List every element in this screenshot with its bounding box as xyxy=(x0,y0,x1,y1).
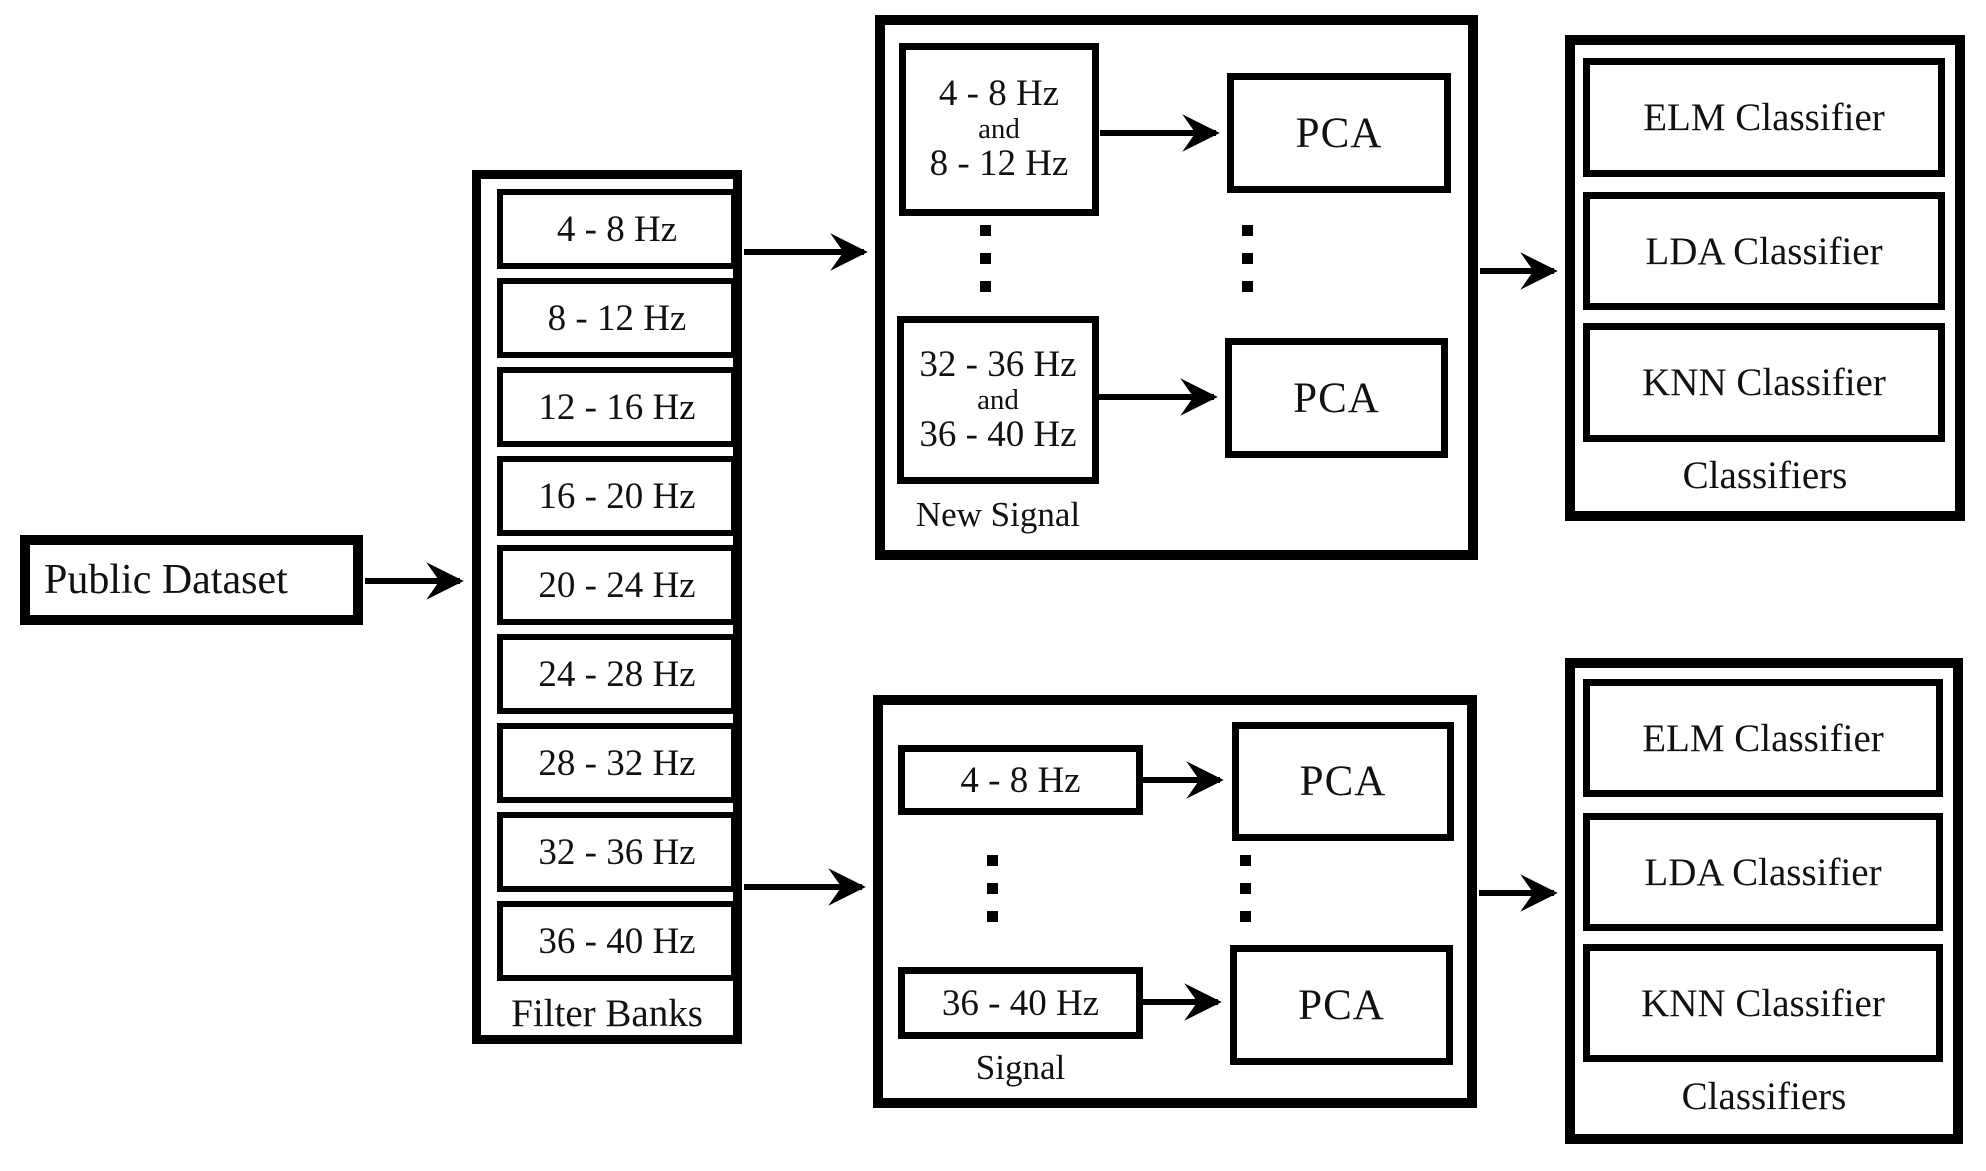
pca-label: PCA xyxy=(1299,758,1387,805)
classifier-item: KNN Classifier xyxy=(1583,323,1945,442)
filter-band-item: 4 - 8 Hz xyxy=(497,189,737,269)
classifiers-container-top: ELM Classifier LDA Classifier KNN Classi… xyxy=(1565,35,1965,521)
pca-box-top-2: PCA xyxy=(1225,338,1448,458)
new-signal-title-text: New Signal xyxy=(915,495,1081,534)
filter-band-item: 28 - 32 Hz xyxy=(497,723,737,803)
filter-band-label: 32 - 36 Hz xyxy=(538,831,696,873)
freq-pair-conj: and xyxy=(978,113,1020,145)
filter-band-label: 12 - 16 Hz xyxy=(538,386,696,428)
filter-band-label: 36 - 40 Hz xyxy=(538,920,696,962)
classifier-item: LDA Classifier xyxy=(1583,813,1943,931)
classifiers-container-bottom: ELM Classifier LDA Classifier KNN Classi… xyxy=(1565,658,1963,1144)
freq-pair-box-2: 32 - 36 Hz and 36 - 40 Hz xyxy=(897,316,1099,484)
filter-band-item: 32 - 36 Hz xyxy=(497,812,737,892)
classifier-item: KNN Classifier xyxy=(1583,944,1943,1062)
freq-pair-line2: 36 - 40 Hz xyxy=(919,413,1077,455)
classifier-label: LDA Classifier xyxy=(1645,229,1883,273)
vertical-ellipsis xyxy=(987,855,998,922)
freq-pair-box-1: 4 - 8 Hz and 8 - 12 Hz xyxy=(899,43,1099,216)
filter-banks-container: 4 - 8 Hz 8 - 12 Hz 12 - 16 Hz 16 - 20 Hz… xyxy=(472,170,742,1044)
filter-band-label: 28 - 32 Hz xyxy=(538,742,696,784)
freq-pair-line1: 32 - 36 Hz xyxy=(919,343,1077,385)
new-signal-title: New Signal xyxy=(897,495,1099,535)
classifiers-title: Classifiers xyxy=(1575,1074,1953,1119)
classifier-label: KNN Classifier xyxy=(1642,361,1886,404)
signal-title-text: Signal xyxy=(975,1048,1066,1087)
classifier-label: LDA Classifier xyxy=(1644,850,1882,894)
classifier-label: ELM Classifier xyxy=(1642,716,1884,760)
signal-title: Signal xyxy=(898,1048,1143,1088)
filter-banks-title-text: Filter Banks xyxy=(511,992,703,1035)
pca-label: PCA xyxy=(1293,374,1380,422)
filter-band-label: 20 - 24 Hz xyxy=(538,564,696,606)
signal-container: 4 - 8 Hz PCA 36 - 40 Hz PCA Signal xyxy=(873,695,1477,1108)
filter-band-item: 36 - 40 Hz xyxy=(497,901,737,981)
pca-box-top-1: PCA xyxy=(1227,73,1451,193)
classifiers-title-text: Classifiers xyxy=(1682,454,1848,497)
filter-band-item: 16 - 20 Hz xyxy=(497,456,737,536)
vertical-ellipsis xyxy=(980,225,991,292)
freq-pair-conj: and xyxy=(977,383,1019,416)
filter-banks-title: Filter Banks xyxy=(481,991,733,1036)
classifiers-title-text: Classifiers xyxy=(1681,1075,1847,1118)
new-signal-container: 4 - 8 Hz and 8 - 12 Hz PCA 32 - 36 Hz an… xyxy=(875,15,1478,560)
pca-label: PCA xyxy=(1295,109,1383,157)
classifier-item: ELM Classifier xyxy=(1583,58,1945,177)
classifiers-title: Classifiers xyxy=(1575,453,1955,498)
filter-band-item: 12 - 16 Hz xyxy=(497,367,737,447)
classifier-label: ELM Classifier xyxy=(1643,96,1885,139)
freq-band-box-1: 4 - 8 Hz xyxy=(898,745,1143,815)
public-dataset-label: Public Dataset xyxy=(44,557,288,603)
classifier-label: KNN Classifier xyxy=(1641,981,1885,1025)
filter-band-item: 8 - 12 Hz xyxy=(497,278,737,358)
pca-label: PCA xyxy=(1298,981,1385,1029)
pca-box-bottom-1: PCA xyxy=(1232,722,1454,841)
freq-band-label: 4 - 8 Hz xyxy=(960,759,1081,801)
freq-band-label: 36 - 40 Hz xyxy=(941,982,1100,1024)
classifier-item: ELM Classifier xyxy=(1583,679,1943,797)
filter-band-item: 24 - 28 Hz xyxy=(497,634,737,714)
filter-band-label: 4 - 8 Hz xyxy=(556,208,678,250)
filter-band-label: 16 - 20 Hz xyxy=(538,475,696,517)
vertical-ellipsis xyxy=(1240,855,1251,922)
freq-band-box-2: 36 - 40 Hz xyxy=(898,967,1143,1039)
filter-band-label: 8 - 12 Hz xyxy=(547,297,687,339)
vertical-ellipsis xyxy=(1242,225,1253,292)
classifier-item: LDA Classifier xyxy=(1583,192,1945,310)
freq-pair-line2: 8 - 12 Hz xyxy=(929,143,1069,184)
filter-band-item: 20 - 24 Hz xyxy=(497,545,737,625)
filter-band-label: 24 - 28 Hz xyxy=(538,653,696,695)
freq-pair-line1: 4 - 8 Hz xyxy=(938,73,1060,115)
public-dataset-box: Public Dataset xyxy=(20,535,363,625)
pca-box-bottom-2: PCA xyxy=(1230,945,1453,1065)
